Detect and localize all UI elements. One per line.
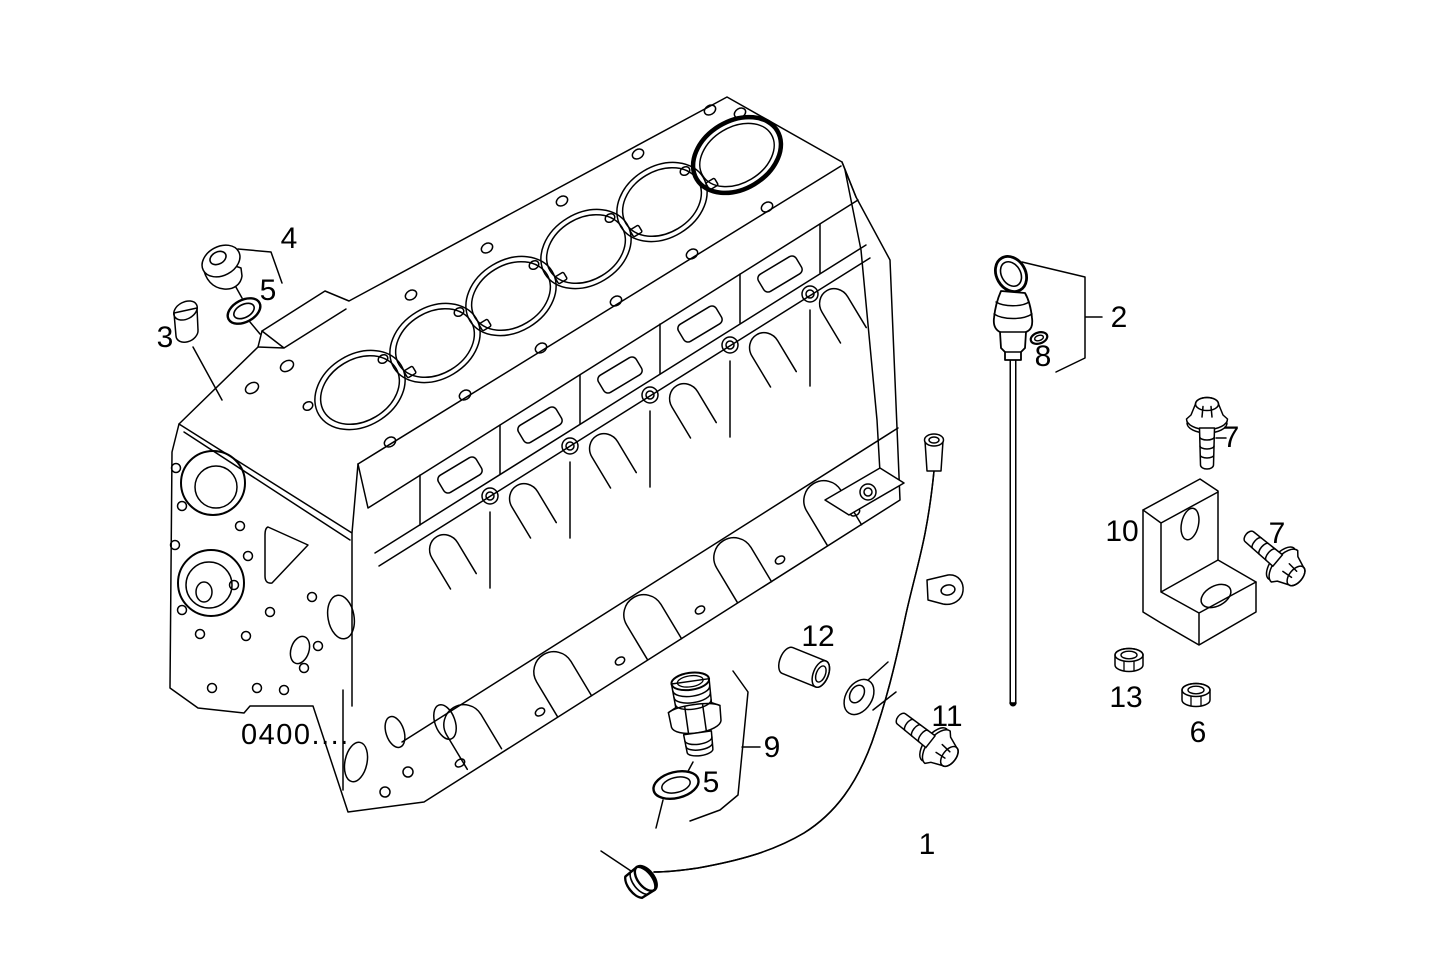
o-ring-8: [1029, 331, 1049, 345]
callout-5-lower: 5: [702, 766, 720, 799]
l-bracket-10: [1142, 478, 1257, 646]
dipstick-2: [992, 255, 1034, 707]
side-face-details: [374, 223, 905, 771]
seal-washer-5a: [226, 297, 262, 325]
callout-2: 2: [1110, 301, 1128, 334]
dipstick-handle-ring: [994, 255, 1028, 293]
hex-nut-13: [1114, 647, 1144, 673]
callout-13: 13: [1109, 681, 1143, 714]
deck-ledge: [257, 308, 347, 349]
callout-8: 8: [1034, 340, 1052, 373]
callout-7-right: 7: [1268, 517, 1286, 550]
callout-11: 11: [931, 700, 963, 733]
cylinder-liner-seat: [690, 114, 784, 196]
callout-3: 3: [156, 321, 174, 354]
bushing-12: [778, 646, 831, 689]
callout-6: 6: [1189, 716, 1207, 749]
union-fitting-9: [667, 671, 722, 757]
diagram-code-label: 0400....: [241, 719, 350, 751]
hex-nut-6: [1181, 682, 1211, 708]
leader-part-3: [192, 346, 223, 401]
tube-end-collar: [624, 864, 658, 900]
tube-tab-upper: [926, 574, 964, 606]
deck-edges: [178, 165, 842, 707]
tube-tab-lower: [843, 661, 897, 716]
dipstick-grip: [992, 290, 1034, 361]
callout-9: 9: [763, 731, 781, 764]
plug-4: [201, 244, 243, 290]
callout-10: 10: [1105, 515, 1139, 548]
oil-tube-1: [624, 433, 964, 900]
cup-plug-3: [173, 300, 199, 344]
engine-block-outline: [169, 96, 901, 813]
callout-5-upper: 5: [259, 274, 277, 307]
callout-7-upper: 7: [1222, 421, 1240, 454]
bracket-part-2: [1021, 261, 1103, 373]
tube-mouth: [923, 433, 945, 447]
leader-part-4: [237, 248, 283, 284]
callout-12: 12: [801, 620, 835, 653]
flange-bolt-7a: [1185, 396, 1229, 470]
front-face-details: [169, 450, 457, 798]
callout-1: 1: [918, 828, 936, 861]
seal-washer-5b: [652, 770, 700, 800]
deck-holes: [244, 104, 774, 448]
engine-block: [169, 96, 905, 813]
bracket-part-9: [689, 670, 761, 822]
cylinder-bores: [314, 114, 784, 431]
callout-4: 4: [280, 222, 298, 255]
deck-shoulder: [357, 161, 882, 509]
